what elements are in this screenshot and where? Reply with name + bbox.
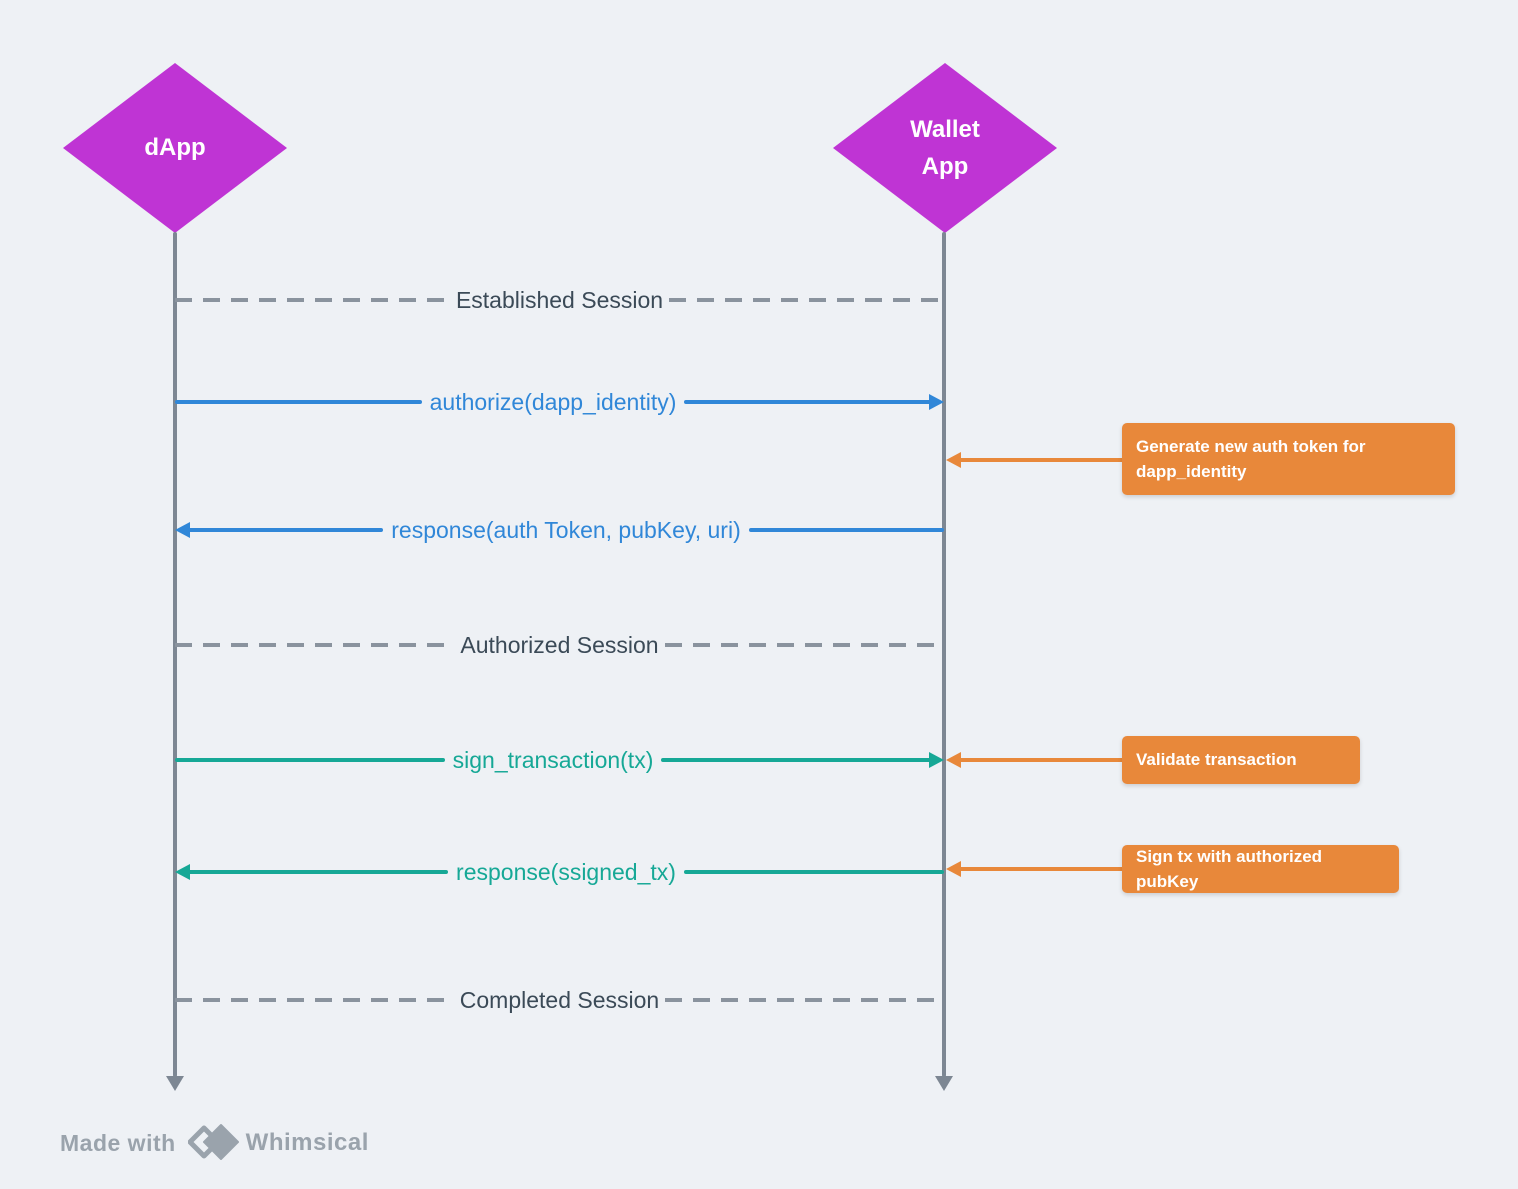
whimsical-logo-icon — [187, 1124, 239, 1160]
message-label: response(ssigned_tx) — [456, 858, 676, 885]
arrowhead-left-icon — [946, 861, 961, 877]
made-with-text: Made with — [60, 1129, 176, 1156]
note-label: Generate new auth token for dapp_identit… — [1136, 436, 1366, 482]
separator-label: Authorized Session — [460, 631, 659, 658]
message-label: response(auth Token, pubKey, uri) — [391, 516, 741, 543]
message-line — [175, 758, 445, 762]
note-line — [959, 458, 1122, 462]
note-line — [959, 758, 1122, 762]
arrowhead-left-icon — [946, 752, 961, 768]
note-sign-tx: Sign tx with authorized pubKey — [1122, 845, 1399, 893]
whimsical-wordmark: Whimsical — [245, 1129, 369, 1156]
note-label: Validate transaction — [1136, 750, 1297, 770]
actor-dapp-label: dApp — [144, 134, 206, 162]
message-sign-transaction: sign_transaction(tx) — [175, 740, 945, 780]
actor-wallet-label: Wallet App — [910, 115, 980, 180]
dapp-lifeline-arrow-icon — [166, 1076, 184, 1091]
dashed-line — [665, 998, 945, 1002]
dapp-lifeline — [173, 232, 177, 1077]
separator-label: Completed Session — [459, 986, 660, 1013]
message-line — [748, 528, 945, 532]
arrowhead-left-icon — [175, 522, 190, 538]
note-validate-connector — [946, 752, 1122, 768]
dashed-line — [669, 298, 944, 302]
note-sign-tx-connector — [946, 861, 1122, 877]
note-generate-token: Generate new auth token for dapp_identit… — [1122, 423, 1455, 495]
message-line — [684, 400, 931, 404]
dashed-line — [175, 998, 454, 1002]
message-authorize: authorize(dapp_identity) — [175, 382, 944, 422]
note-line — [959, 867, 1122, 871]
arrowhead-left-icon — [946, 452, 961, 468]
actor-wallet: Wallet App — [833, 63, 1057, 233]
actor-dapp: dApp — [63, 63, 287, 233]
wallet-lifeline-arrow-icon — [935, 1076, 953, 1091]
message-line — [683, 870, 944, 874]
message-line — [661, 758, 932, 762]
wallet-lifeline — [942, 232, 946, 1077]
message-line — [188, 870, 449, 874]
message-label: sign_transaction(tx) — [452, 746, 654, 773]
separator-label: Established Session — [455, 286, 664, 313]
note-label: Sign tx with authorized pubKey — [1136, 846, 1323, 892]
dashed-line — [664, 643, 944, 647]
message-response-signed: response(ssigned_tx) — [175, 852, 944, 892]
arrowhead-right-icon — [929, 394, 944, 410]
message-label: authorize(dapp_identity) — [429, 388, 677, 415]
made-with-whimsical-link[interactable]: Made with Whimsical — [60, 1120, 369, 1166]
dashed-line — [175, 298, 450, 302]
separator-completed-session: Completed Session — [175, 980, 945, 1020]
message-line — [188, 528, 384, 532]
dashed-line — [175, 643, 455, 647]
separator-established-session: Established Session — [175, 280, 944, 320]
note-generate-token-connector — [946, 452, 1122, 468]
note-validate-transaction: Validate transaction — [1122, 736, 1360, 784]
message-response-auth: response(auth Token, pubKey, uri) — [175, 510, 945, 550]
separator-authorized-session: Authorized Session — [175, 625, 944, 665]
message-line — [175, 400, 422, 404]
arrowhead-left-icon — [175, 864, 190, 880]
arrowhead-right-icon — [929, 752, 945, 768]
